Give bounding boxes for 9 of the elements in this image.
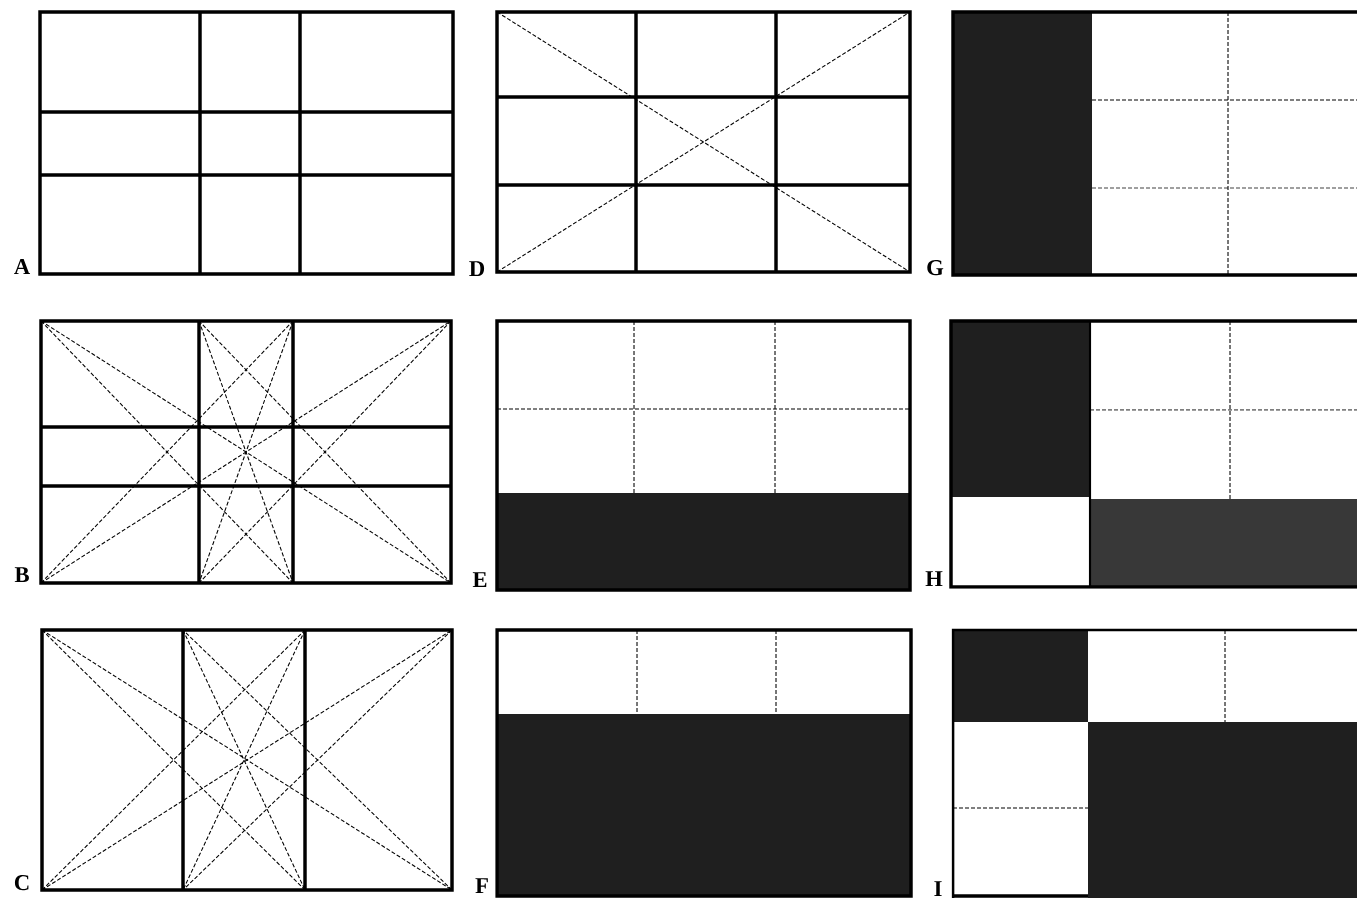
panel-letter: I xyxy=(934,881,942,896)
panel-letter: H xyxy=(925,571,943,586)
panel-letter: G xyxy=(927,260,944,276)
panel-letter: A xyxy=(14,259,31,274)
panel-letter: E xyxy=(472,572,487,587)
panel-letter: D xyxy=(469,261,485,277)
panel-letter: B xyxy=(14,567,29,583)
panel-letter: C xyxy=(14,875,29,891)
panel-letter: F xyxy=(475,878,488,893)
